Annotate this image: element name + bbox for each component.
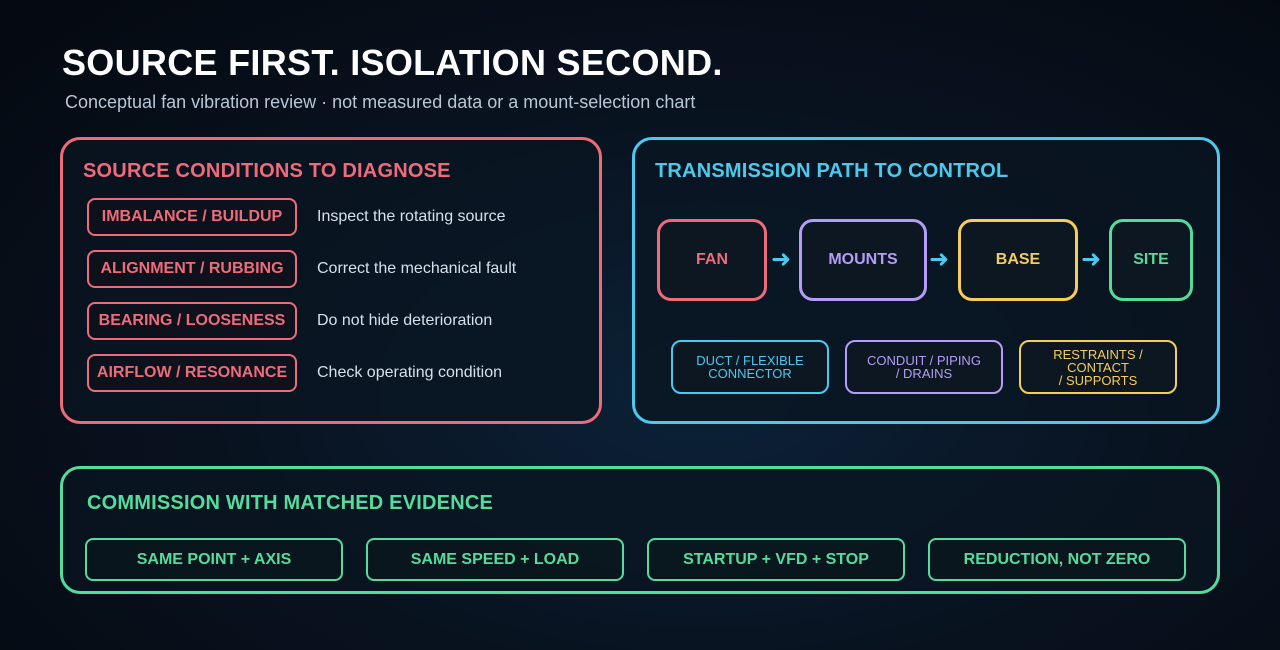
path-line: DUCT / FLEXIBLE xyxy=(696,353,804,368)
path-node-fan: FAN xyxy=(657,219,767,301)
source-row-imbalance: IMBALANCE / BUILDUP Inspect the rotating… xyxy=(87,198,567,236)
source-pill: ALIGNMENT / RUBBING xyxy=(87,250,297,288)
evidence-pill: REDUCTION, NOT ZERO xyxy=(928,538,1186,581)
source-row-airflow: AIRFLOW / RESONANCE Check operating cond… xyxy=(87,354,567,392)
source-desc: Correct the mechanical fault xyxy=(317,260,517,277)
source-row-alignment: ALIGNMENT / RUBBING Correct the mechanic… xyxy=(87,250,567,288)
transmission-path-panel: TRANSMISSION PATH TO CONTROL FAN ➜ MOUNT… xyxy=(632,137,1220,424)
arrow-right-icon: ➜ xyxy=(771,246,792,273)
evidence-pill: SAME POINT + AXIS xyxy=(85,538,343,581)
source-pill: IMBALANCE / BUILDUP xyxy=(87,198,297,236)
path-line: CONNECTOR xyxy=(708,366,792,381)
source-desc: Inspect the rotating source xyxy=(317,208,506,225)
arrow-right-icon: ➜ xyxy=(929,246,950,273)
path-line: / SUPPORTS xyxy=(1058,372,1138,388)
source-pill: BEARING / LOOSENESS xyxy=(87,302,297,340)
path-panel-title: TRANSMISSION PATH TO CONTROL xyxy=(655,160,1009,182)
source-desc: Do not hide deterioration xyxy=(317,312,493,329)
evidence-pill: SAME SPEED + LOAD xyxy=(366,538,624,581)
source-desc: Check operating condition xyxy=(317,364,503,381)
path-conduit-piping: CONDUIT / PIPING / DRAINS xyxy=(845,340,1003,394)
path-node-site: SITE xyxy=(1109,219,1193,301)
path-line: CONDUIT / PIPING xyxy=(867,353,981,368)
commission-evidence-panel: COMMISSION WITH MATCHED EVIDENCE SAME PO… xyxy=(60,466,1220,594)
path-line: / DRAINS xyxy=(895,366,953,381)
path-duct-connector: DUCT / FLEXIBLE CONNECTOR xyxy=(671,340,829,394)
source-pill: AIRFLOW / RESONANCE xyxy=(87,354,297,392)
arrow-right-icon: ➜ xyxy=(1081,246,1102,273)
evidence-pill: STARTUP + VFD + STOP xyxy=(647,538,905,581)
source-panel-title: SOURCE CONDITIONS TO DIAGNOSE xyxy=(83,160,451,182)
path-line: RESTRAINTS / CONTACT xyxy=(1053,346,1143,375)
path-node-mounts: MOUNTS xyxy=(799,219,927,301)
path-node-base: BASE xyxy=(958,219,1078,301)
source-conditions-panel: SOURCE CONDITIONS TO DIAGNOSE IMBALANCE … xyxy=(60,137,602,424)
path-restraints-supports: RESTRAINTS / CONTACT / SUPPORTS xyxy=(1019,340,1177,394)
source-row-bearing: BEARING / LOOSENESS Do not hide deterior… xyxy=(87,302,567,340)
page-title: SOURCE FIRST. ISOLATION SECOND. xyxy=(62,42,723,83)
page-subtitle: Conceptual fan vibration review · not me… xyxy=(65,92,696,112)
evidence-panel-title: COMMISSION WITH MATCHED EVIDENCE xyxy=(87,492,494,514)
